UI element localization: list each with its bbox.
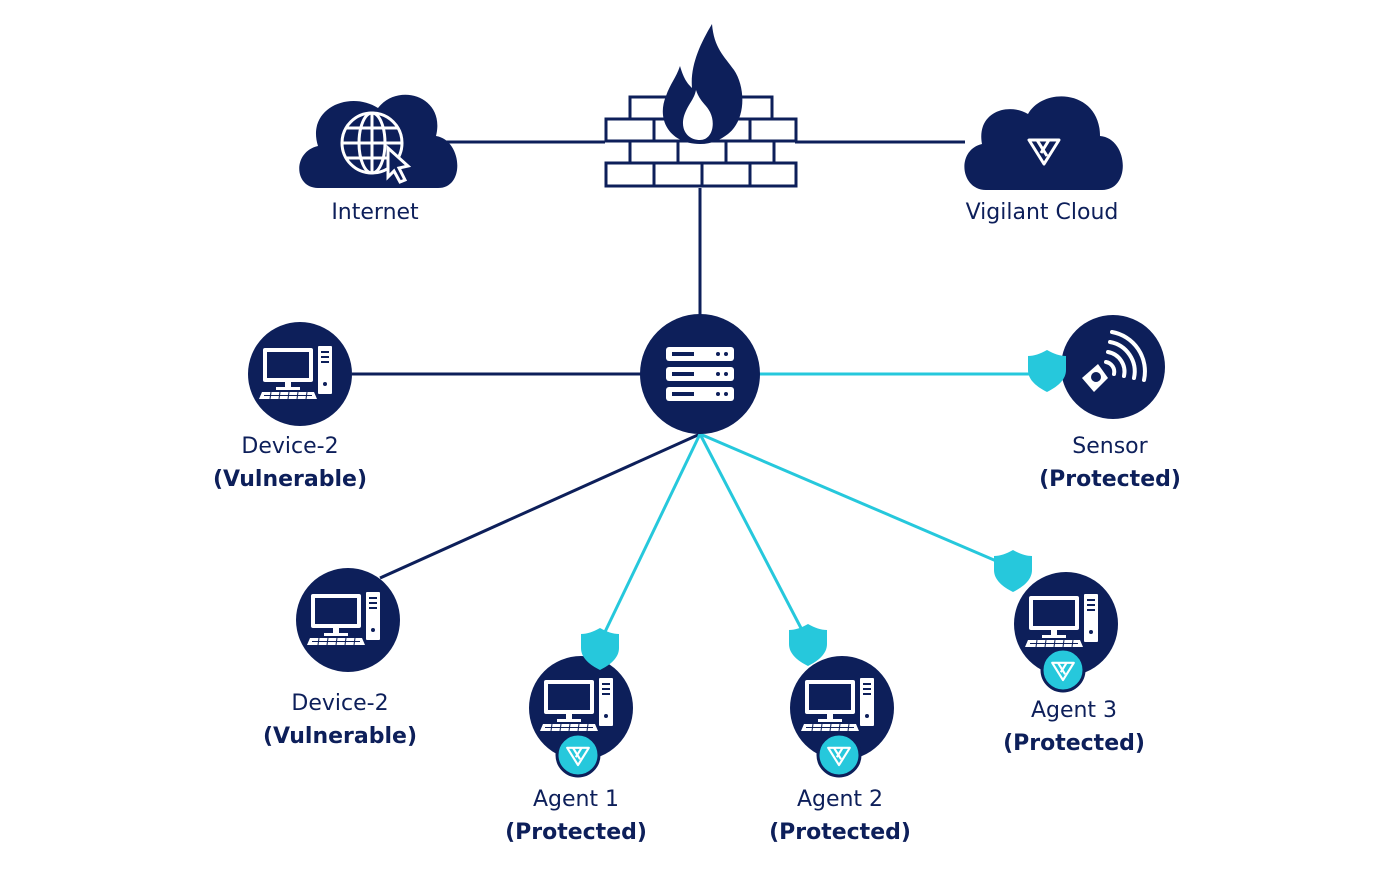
agent-3-node xyxy=(994,550,1118,693)
cloud-shape xyxy=(964,96,1123,190)
node-name: Agent 3 xyxy=(1030,698,1118,723)
node-status: (Protected) xyxy=(505,820,647,845)
sensor-node xyxy=(1028,315,1165,419)
node-name: Internet xyxy=(331,200,419,225)
server-icon xyxy=(666,347,734,401)
sensor-label: Sensor (Protected) xyxy=(1020,430,1200,496)
shield-icon xyxy=(789,624,827,666)
node-name: Agent 2 xyxy=(796,787,884,812)
agent-2-label: Agent 2 (Protected) xyxy=(750,783,930,849)
node-status: (Protected) xyxy=(769,820,911,845)
globe-cursor-icon xyxy=(340,111,412,184)
node-name: Agent 1 xyxy=(532,787,620,812)
link-server-device2b xyxy=(379,432,701,580)
server-node xyxy=(640,314,760,434)
vigilant-badge-icon xyxy=(1040,647,1086,693)
link-server-agent1 xyxy=(602,433,702,635)
device-2a-label: Device-2 (Vulnerable) xyxy=(200,430,380,496)
node-name: Device-2 xyxy=(291,691,389,716)
device-2b-label: Device-2 (Vulnerable) xyxy=(250,687,430,753)
node-status: (Protected) xyxy=(1003,731,1145,756)
agent-1-label: Agent 1 (Protected) xyxy=(486,783,666,849)
vigilant-cloud-label: Vigilant Cloud xyxy=(952,196,1132,229)
connections xyxy=(352,140,1062,635)
node-name: Vigilant Cloud xyxy=(965,200,1119,225)
device-2b-node xyxy=(296,568,400,672)
node-status: (Vulnerable) xyxy=(262,724,418,749)
node-name: Device-2 xyxy=(241,434,339,459)
vigilant-badge-icon xyxy=(555,732,601,778)
shield-icon xyxy=(994,550,1032,592)
agent-1-node xyxy=(529,628,633,778)
node-status: (Vulnerable) xyxy=(212,467,368,492)
vigilant-cloud-node xyxy=(964,96,1123,190)
agent-2-node xyxy=(789,624,894,778)
vigilant-badge-icon xyxy=(816,732,862,778)
device-2a-node xyxy=(248,322,352,426)
flame-icon xyxy=(662,24,743,144)
firewall-icon xyxy=(604,24,798,188)
shield-icon xyxy=(1028,350,1066,392)
agent-3-label: Agent 3 (Protected) xyxy=(984,694,1164,760)
sensor-icon xyxy=(1082,330,1147,392)
link-server-agent3 xyxy=(699,432,1009,568)
node-name: Sensor xyxy=(1072,434,1148,459)
node-status: (Protected) xyxy=(1039,467,1181,492)
link-server-agent2 xyxy=(698,433,804,631)
internet-node xyxy=(299,94,458,188)
cloud-shape xyxy=(299,94,458,188)
internet-label: Internet xyxy=(300,196,450,229)
